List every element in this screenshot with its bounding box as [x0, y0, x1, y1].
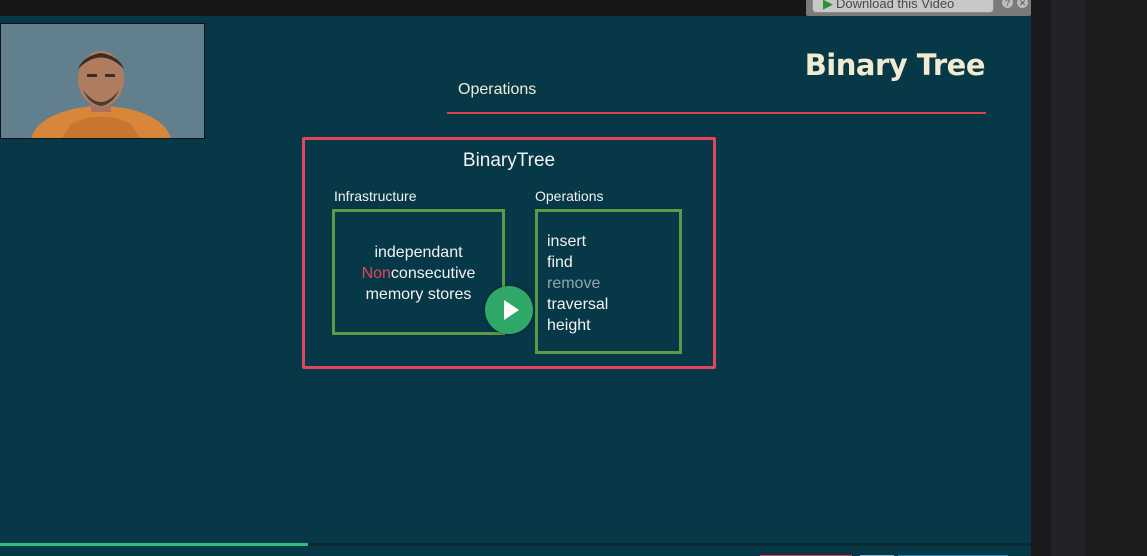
operation-insert: insert [547, 233, 587, 250]
title-divider [447, 112, 986, 114]
diagram-title: BinaryTree [462, 150, 556, 171]
operations-box [535, 209, 682, 354]
operation-find: find [547, 254, 573, 271]
top-bar [0, 0, 1031, 16]
play-icon [504, 300, 519, 320]
infra-line-2-highlight: Non [361, 265, 391, 282]
close-icon[interactable]: ✕ [1016, 0, 1029, 9]
infrastructure-box [332, 209, 505, 335]
operations-list: insert find remove traversal height [547, 231, 608, 336]
progress-track[interactable] [0, 543, 1031, 546]
play-icon: ▶ [823, 0, 833, 11]
play-button[interactable] [485, 286, 533, 334]
footer-logo [760, 549, 1020, 556]
infrastructure-label: Infrastructure [334, 188, 417, 204]
right-panel-edge [1031, 0, 1051, 556]
infra-line-2: Nonconsecutive [332, 263, 505, 284]
operation-height: height [547, 317, 591, 334]
infrastructure-text: independant Nonconsecutive memory stores [332, 242, 505, 305]
download-label: Download this Video [836, 0, 955, 11]
right-scrollbar[interactable] [1051, 0, 1085, 556]
operations-label: Operations [535, 188, 604, 204]
operation-remove: remove [547, 275, 601, 292]
operation-traversal: traversal [547, 296, 609, 313]
infra-line-2-rest: consecutive [390, 265, 476, 282]
right-panel [1085, 0, 1147, 556]
slide-title: Binary Tree [804, 48, 986, 82]
download-video-button[interactable]: ▶Download this Video [812, 0, 994, 13]
infra-line-1: independant [374, 244, 463, 261]
infra-line-3: memory stores [365, 286, 472, 303]
presenter-image [1, 24, 204, 138]
progress-fill [0, 543, 308, 546]
presenter-webcam [0, 23, 205, 139]
help-icon[interactable]: ? [1001, 0, 1014, 9]
section-heading: Operations [458, 81, 537, 98]
binarytree-frame [302, 137, 716, 369]
